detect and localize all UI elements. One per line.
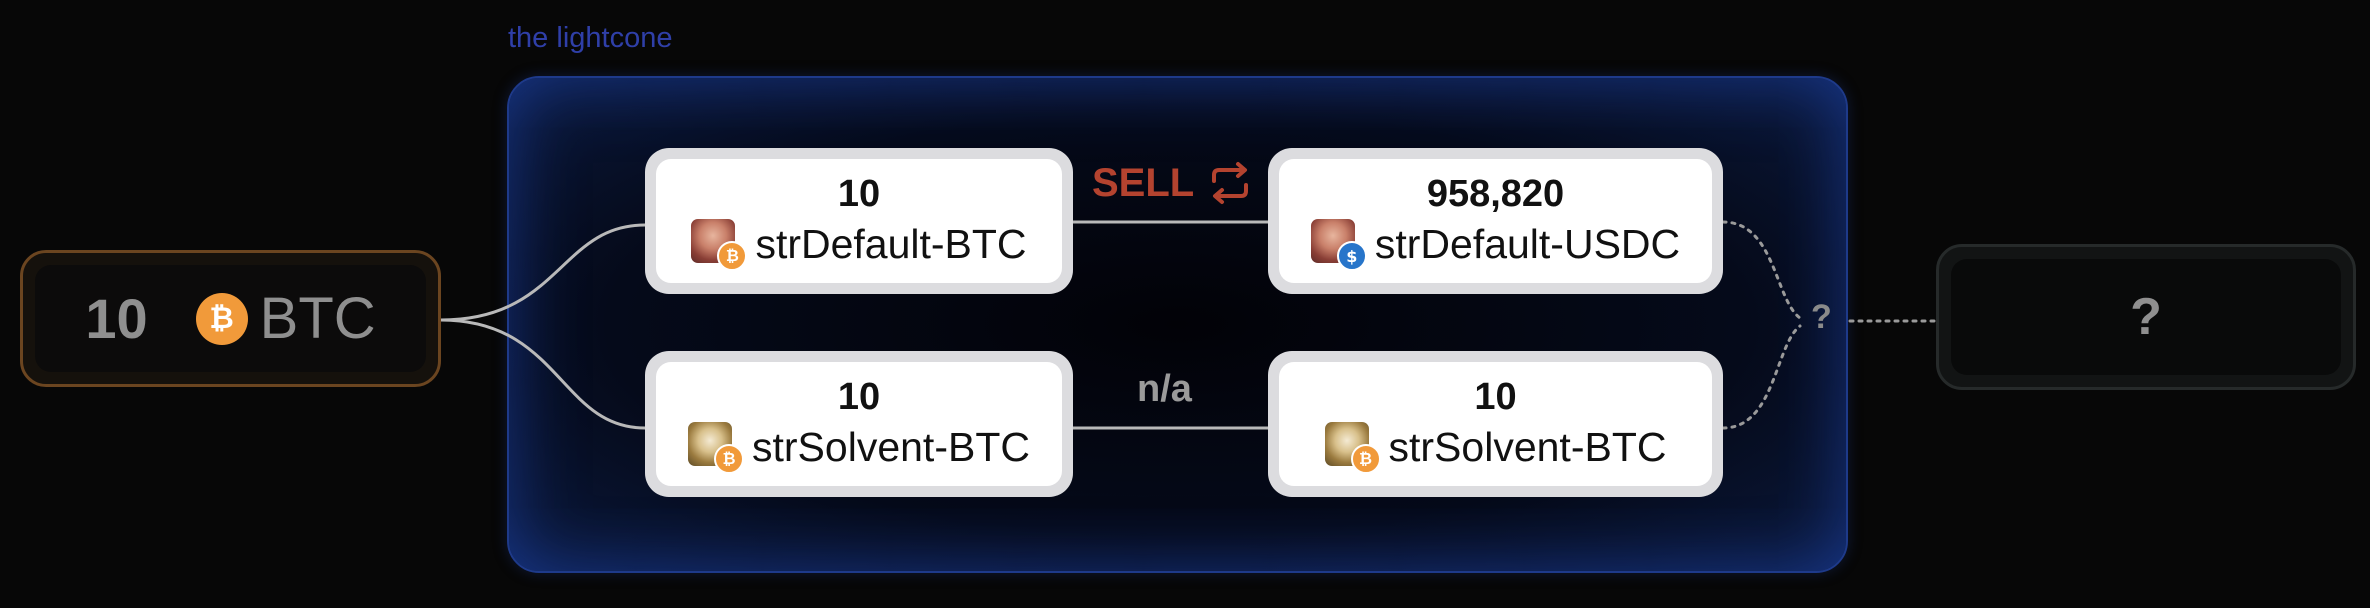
node-body: 10 ₿ strSolvent-BTC — [656, 362, 1062, 486]
node-identity: ₿ strDefault-BTC — [691, 219, 1027, 271]
node-bottom-left[interactable]: 10 ₿ strSolvent-BTC — [645, 351, 1073, 497]
source-token: BTC — [259, 286, 376, 351]
bitcoin-badge-icon: ₿ — [714, 444, 745, 474]
node-amount: 10 — [837, 376, 881, 418]
node-amount: 10 — [837, 173, 881, 215]
avatar: $ — [1310, 219, 1367, 271]
bitcoin-icon: ₿ — [195, 292, 248, 345]
node-body: 958,820 $ strDefault-USDC — [1279, 159, 1712, 283]
node-bottom-right[interactable]: 10 ₿ strSolvent-BTC — [1268, 351, 1723, 497]
node-top-left[interactable]: 10 ₿ strDefault-BTC — [645, 148, 1073, 294]
node-amount: 958,820 — [1426, 173, 1565, 215]
avatar: ₿ — [1324, 422, 1381, 474]
node-name: strDefault-USDC — [1374, 221, 1681, 267]
node-top-right[interactable]: 958,820 $ strDefault-USDC — [1268, 148, 1723, 294]
node-identity: $ strDefault-USDC — [1310, 219, 1681, 271]
na-edge-label: n/a — [1137, 368, 1192, 410]
swap-icon — [1212, 162, 1249, 204]
node-identity: ₿ strSolvent-BTC — [1324, 422, 1667, 474]
region-label: the lightcone — [508, 22, 673, 54]
node-identity: ₿ strSolvent-BTC — [688, 422, 1030, 474]
sell-edge-label[interactable]: SELL — [1092, 159, 1254, 207]
source-node[interactable]: 10 ₿ BTC — [20, 250, 441, 387]
merge-question-mark: ? — [1811, 298, 1832, 336]
destination-node[interactable]: ? — [1936, 244, 2356, 390]
source-amount: 10 — [85, 287, 148, 350]
source-node-body: 10 ₿ BTC — [35, 265, 426, 372]
destination-label: ? — [1951, 259, 2341, 375]
node-name: strSolvent-BTC — [1388, 424, 1667, 470]
avatar: ₿ — [688, 422, 745, 474]
avatar: ₿ — [691, 219, 748, 271]
node-name: strSolvent-BTC — [752, 424, 1030, 470]
node-amount: 10 — [1474, 376, 1517, 418]
sell-label-text: SELL — [1092, 160, 1195, 205]
node-body: 10 ₿ strSolvent-BTC — [1279, 362, 1712, 486]
node-body: 10 ₿ strDefault-BTC — [656, 159, 1062, 283]
bitcoin-badge-icon: ₿ — [717, 241, 748, 271]
usdc-badge-icon: $ — [1336, 241, 1367, 271]
node-name: strDefault-BTC — [755, 221, 1027, 267]
bitcoin-badge-icon: ₿ — [1350, 444, 1381, 474]
